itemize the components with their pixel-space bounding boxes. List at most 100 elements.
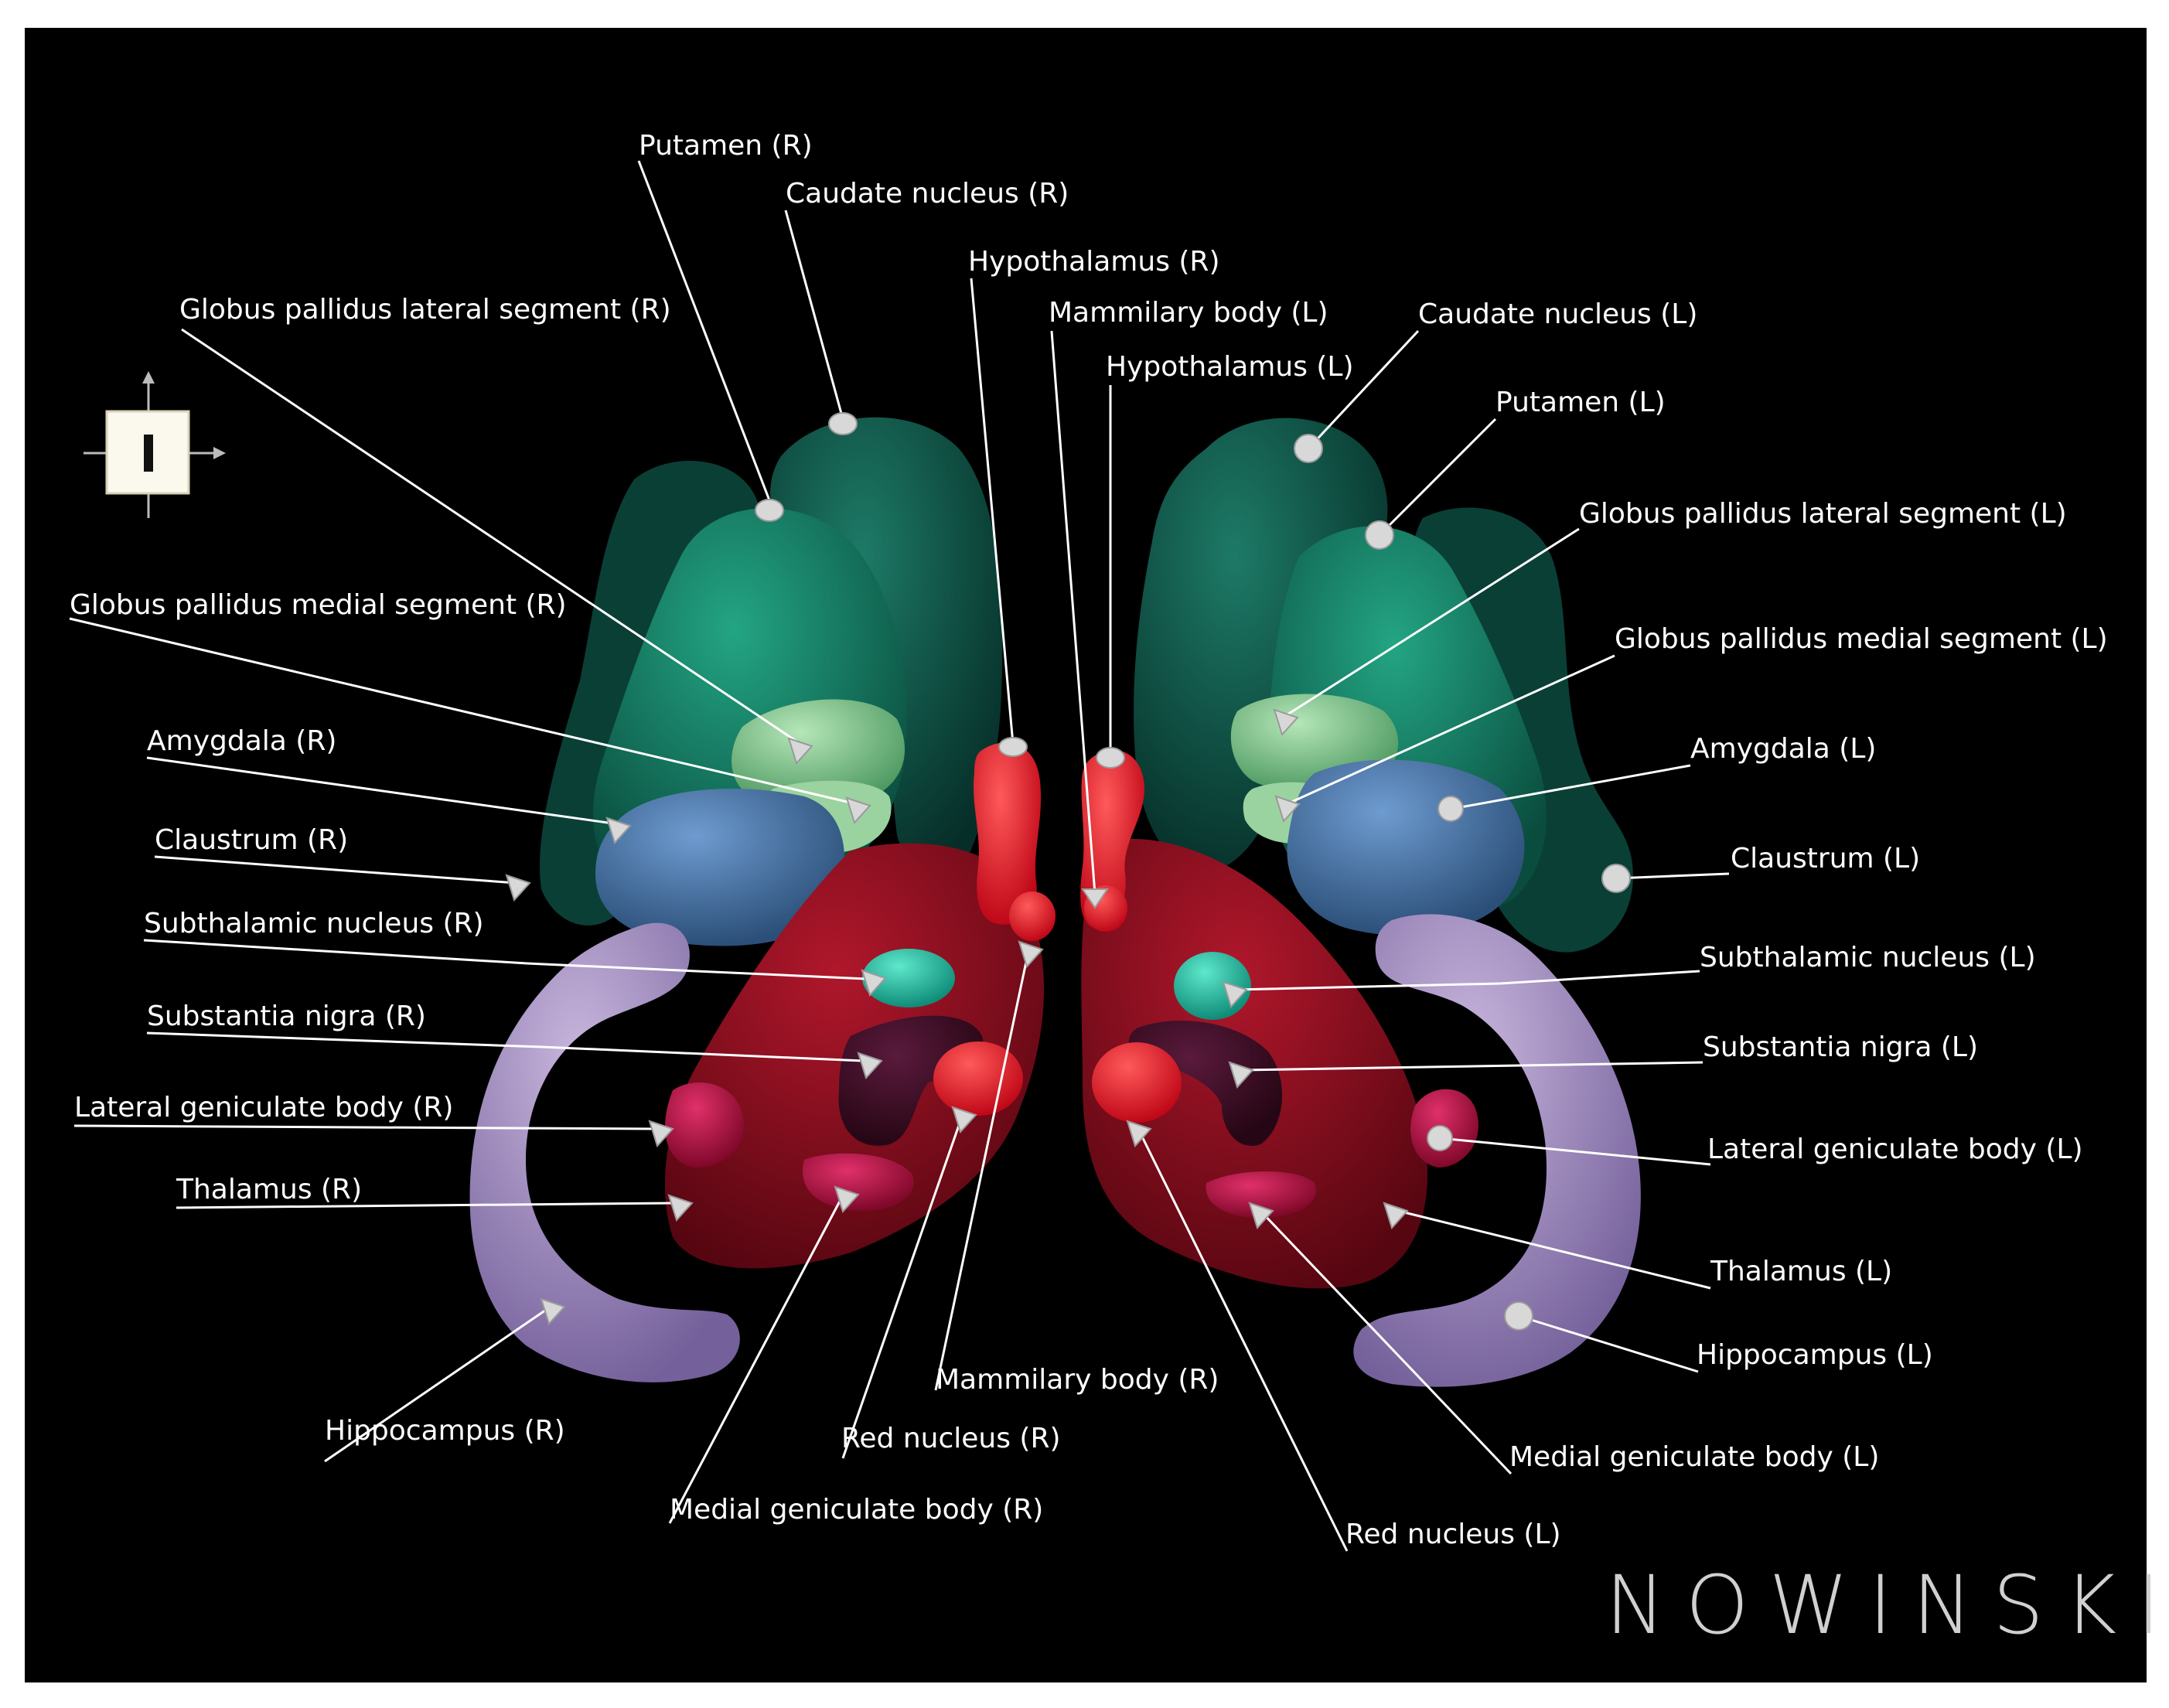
marker-gp-medial-r [845,796,871,824]
marker-mgb-l [1248,1202,1274,1229]
hypothalamus-l-shape [1080,750,1144,928]
label-gp-lateral-l: Globus pallidus lateral segment (L) [1579,498,2067,530]
label-red-r: Red nucleus (R) [841,1423,1061,1454]
leader-mgb-l [1259,1209,1513,1475]
subthalamic-nucleus-l-shape [1174,952,1251,1020]
label-putamen-r: Putamen (R) [639,130,813,162]
marker-thalamus-l [1383,1202,1409,1229]
lateral-geniculate-r-shape [665,1082,744,1168]
leader-lgb-r [73,1124,658,1130]
hypothalamus-r-shape [973,742,1042,925]
marker-mgb-r [834,1185,860,1213]
marker-red-l [1126,1120,1152,1147]
marker-lgb-l [1427,1125,1453,1151]
marker-thalamus-r [667,1194,694,1222]
leader-red-r [841,1116,963,1459]
marker-hippocampus-l [1504,1301,1533,1331]
label-hippocampus-r: Hippocampus (R) [325,1415,565,1447]
leader-amygdala-l [1451,764,1691,810]
leader-mgb-r [668,1195,844,1524]
marker-claustrum-l [1601,864,1631,893]
label-substantia-l: Substantia nigra (L) [1703,1031,1978,1063]
orientation-cube-icon [84,371,226,518]
marker-substantia-r [857,1052,883,1079]
leader-lgb-l [1439,1137,1711,1166]
leader-hippocampus-l [1518,1314,1699,1373]
hippocampus-l-shape [1353,914,1641,1387]
caudate-nucleus-l-shape [1134,418,1388,874]
amygdala-l-shape [1287,759,1525,936]
red-nucleus-r-shape [933,1042,1023,1116]
subthalamic-nucleus-r-shape [862,949,955,1007]
left-hemisphere [1080,418,1641,1387]
label-thalamus-r: Thalamus (R) [176,1174,362,1205]
leader-thalamus-r [176,1202,674,1209]
label-amygdala-l: Amygdala (L) [1690,733,1876,765]
label-subthalamic-l: Subthalamic nucleus (L) [1700,942,2036,973]
leader-mammilary-r [934,950,1030,1391]
watermark: NOWINSKI [1605,1558,2169,1652]
label-mammilary-l-top: Mammilary body (L) [1049,297,1328,329]
red-nucleus-l-shape [1092,1042,1182,1123]
label-gp-medial-r: Globus pallidus medial segment (R) [70,589,567,621]
label-hypothalamus-l: Hypothalamus (L) [1106,351,1354,383]
marker-gp-lateral-r [787,737,813,765]
marker-putamen-l [1365,520,1394,550]
marker-amygdala-r [605,816,632,844]
medial-geniculate-l-shape [1206,1171,1316,1218]
label-claustrum-r: Claustrum (R) [155,824,348,856]
leader-gp-lateral-r [181,328,801,745]
marker-caudate-r [828,412,858,435]
leader-caudate-l [1308,329,1420,448]
label-mgb-r: Medial geniculate body (R) [670,1494,1043,1526]
leader-red-l [1137,1128,1349,1552]
label-putamen-l: Putamen (L) [1495,387,1666,418]
mammilary-body-r-shape [1009,892,1056,941]
marker-mammilary-r [1018,940,1044,968]
leader-lines [69,160,1730,1552]
hippocampus-r-shape [469,922,740,1382]
label-substantia-r: Substantia nigra (R) [147,1001,426,1032]
leader-hypothalamus-r [970,278,1015,745]
leader-putamen-r [637,160,775,511]
label-gp-medial-l: Globus pallidus medial segment (L) [1615,623,2108,655]
amygdala-r-shape [595,789,844,946]
leader-gp-medial-r [69,617,858,806]
label-hypothalamus-r: Hypothalamus (R) [968,246,1220,278]
leader-amygdala-r [146,756,619,826]
marker-hypothalamus-r [998,737,1028,757]
label-subthalamic-r: Subthalamic nucleus (R) [144,908,484,939]
label-caudate-l: Caudate nucleus (L) [1418,298,1697,330]
leader-caudate-r [784,210,844,420]
leader-hippocampus-r [324,1305,551,1463]
leader-claustrum-l [1615,872,1730,880]
leader-gp-medial-l [1286,654,1615,806]
marker-claustrum-r [505,874,531,902]
leader-mammilary-l-top [1050,330,1096,895]
marker-gp-lateral-l [1273,708,1299,736]
leader-substantia-l [1241,1061,1703,1072]
leader-subthalamic-r [143,939,867,980]
leader-claustrum-r [154,855,517,885]
labels: Putamen (R) Caudate nucleus (R) Hypothal… [70,130,2108,1550]
label-amygdala-r: Amygdala (R) [147,725,336,757]
marker-red-r [951,1106,977,1134]
marker-hypothalamus-l [1096,747,1125,769]
marker-mammilary-l [1081,888,1109,909]
label-hippocampus-l: Hippocampus (L) [1697,1339,1933,1371]
marker-putamen-r [755,499,784,522]
marker-gp-medial-l [1274,795,1301,823]
label-thalamus-l: Thalamus (L) [1710,1256,1892,1287]
label-lgb-l: Lateral geniculate body (L) [1707,1134,2083,1165]
marker-lgb-r [648,1120,674,1147]
marker-substantia-l [1228,1061,1254,1089]
substantia-nigra-l-shape [1128,1021,1283,1146]
label-claustrum-l: Claustrum (L) [1731,843,1920,874]
label-gp-lateral-r: Globus pallidus lateral segment (R) [179,294,671,326]
marker-subthalamic-r [861,969,887,997]
marker-hippocampus-r [540,1297,566,1325]
label-red-l: Red nucleus (L) [1345,1519,1561,1550]
leader-gp-lateral-l [1284,527,1580,718]
pointer-markers [505,412,1631,1331]
